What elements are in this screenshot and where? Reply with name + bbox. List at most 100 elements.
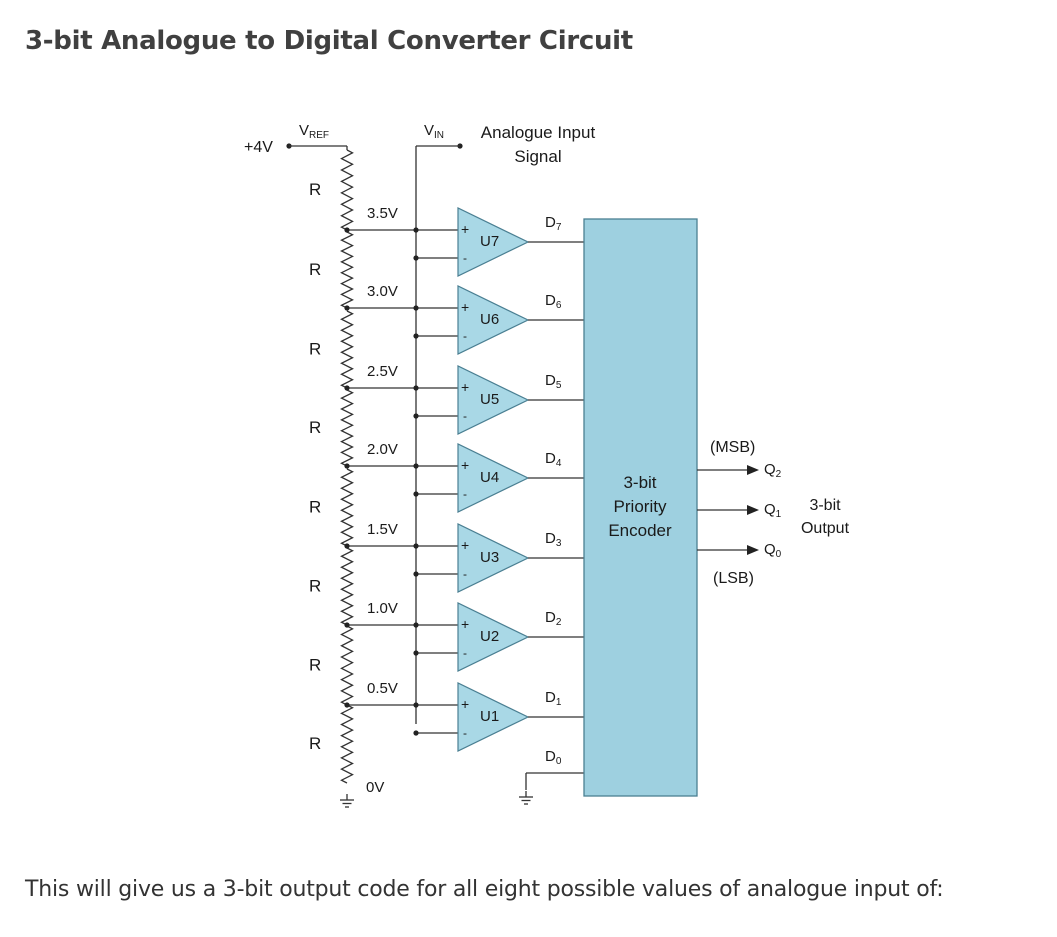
junction-dot [413, 702, 419, 708]
comparator-minus: - [463, 409, 467, 423]
data-line-label: D4 [545, 450, 562, 469]
page-title: 3-bit Analogue to Digital Converter Circ… [25, 26, 633, 56]
output-arrow [747, 545, 759, 555]
encoder-label: 3-bit [623, 473, 656, 492]
resistor [340, 468, 354, 547]
node-voltage-label: 3.0V [367, 283, 398, 300]
resistor [340, 231, 354, 309]
data-line-label: D0 [545, 748, 562, 767]
data-line-label: D3 [545, 530, 562, 549]
node-voltage-label: 0.5V [367, 680, 398, 697]
resistor [340, 547, 354, 626]
junction-dot [344, 702, 350, 708]
junction-dot [344, 385, 350, 391]
input-signal-label: Analogue Input [481, 123, 596, 142]
junction-dot [413, 622, 419, 628]
node-voltage-label: 2.0V [367, 441, 398, 458]
junction-dot [344, 543, 350, 549]
resistor [340, 389, 354, 467]
input-signal-label: Signal [514, 147, 561, 166]
comparator-minus: - [463, 251, 467, 265]
resistor [340, 149, 354, 231]
data-line-label: D6 [545, 292, 562, 311]
lsb-label: (LSB) [713, 570, 754, 587]
junction-dot [344, 227, 350, 233]
resistor-label: R [309, 260, 321, 279]
junction-dot [344, 305, 350, 311]
junction-dot [344, 463, 350, 469]
junction-dot [413, 227, 419, 233]
comparator-u6 [457, 285, 530, 355]
comparator-plus: + [461, 537, 469, 553]
data-line-label: D5 [545, 372, 562, 391]
comparator-label: U1 [480, 708, 499, 725]
vref-label: VREF [299, 122, 329, 141]
comparator-label: U5 [480, 391, 499, 408]
comparator-label: U2 [480, 628, 499, 645]
node-voltage-label: 1.0V [367, 600, 398, 617]
encoder-label: Encoder [608, 521, 672, 540]
junction-dot [413, 730, 419, 736]
output-label: Q1 [764, 501, 782, 520]
priority-encoder-block [583, 218, 698, 797]
data-line-label: D7 [545, 214, 562, 233]
comparator-label: U6 [480, 311, 499, 328]
supply-label: +4V [244, 139, 273, 156]
encoder-label: Priority [614, 497, 667, 516]
comparator-minus: - [463, 646, 467, 660]
resistor-label: R [309, 180, 321, 199]
junction-dot [413, 650, 419, 656]
resistor [340, 625, 354, 706]
node-voltage-label: 3.5V [367, 205, 398, 222]
junction-dot [344, 622, 350, 628]
resistor-label: R [309, 418, 321, 437]
comparator-u4 [457, 443, 530, 513]
comparator-u1 [457, 682, 530, 752]
junction-dot [413, 385, 419, 391]
junction-dot [413, 255, 419, 261]
comparator-minus: - [463, 487, 467, 501]
comparator-plus: + [461, 457, 469, 473]
resistor-label: R [309, 734, 321, 753]
comparator-minus: - [463, 329, 467, 343]
data-line-label: D1 [545, 689, 562, 708]
comparator-label: U3 [480, 549, 499, 566]
junction-dot [413, 333, 419, 339]
junction-dot [413, 491, 419, 497]
output-group-label: Output [801, 520, 850, 537]
resistor-label: R [309, 498, 321, 517]
msb-label: (MSB) [710, 439, 755, 456]
comparator-label: U7 [480, 233, 499, 250]
vin-label: VIN [424, 122, 444, 141]
output-label: Q0 [764, 541, 782, 560]
comparator-u5 [457, 365, 530, 435]
junction-dot [413, 305, 419, 311]
comparator-plus: + [461, 221, 469, 237]
node-voltage-label: 1.5V [367, 521, 398, 538]
comparator-plus: + [461, 696, 469, 712]
junction-dot [413, 571, 419, 577]
junction-dot [413, 543, 419, 549]
comparator-plus: + [461, 379, 469, 395]
comparator-plus: + [461, 299, 469, 315]
junction-dot [413, 413, 419, 419]
junction-dot [413, 463, 419, 469]
comparator-u2 [457, 602, 530, 672]
output-label: Q2 [764, 461, 782, 480]
resistor-label: R [309, 577, 321, 596]
data-line-label: D2 [545, 609, 562, 628]
comparator-label: U4 [480, 469, 499, 486]
ground-node-label: 0V [366, 779, 384, 796]
resistor [340, 704, 354, 784]
comparator-u3 [457, 523, 530, 593]
node-voltage-label: 2.5V [367, 363, 398, 380]
comparator-minus: - [463, 726, 467, 740]
output-group-label: 3-bit [809, 497, 841, 514]
output-arrow [747, 465, 759, 475]
body-text: This will give us a 3-bit output code fo… [25, 877, 944, 902]
resistor [340, 310, 354, 389]
resistor-label: R [309, 340, 321, 359]
comparator-plus: + [461, 616, 469, 632]
comparator-u7 [457, 207, 530, 277]
